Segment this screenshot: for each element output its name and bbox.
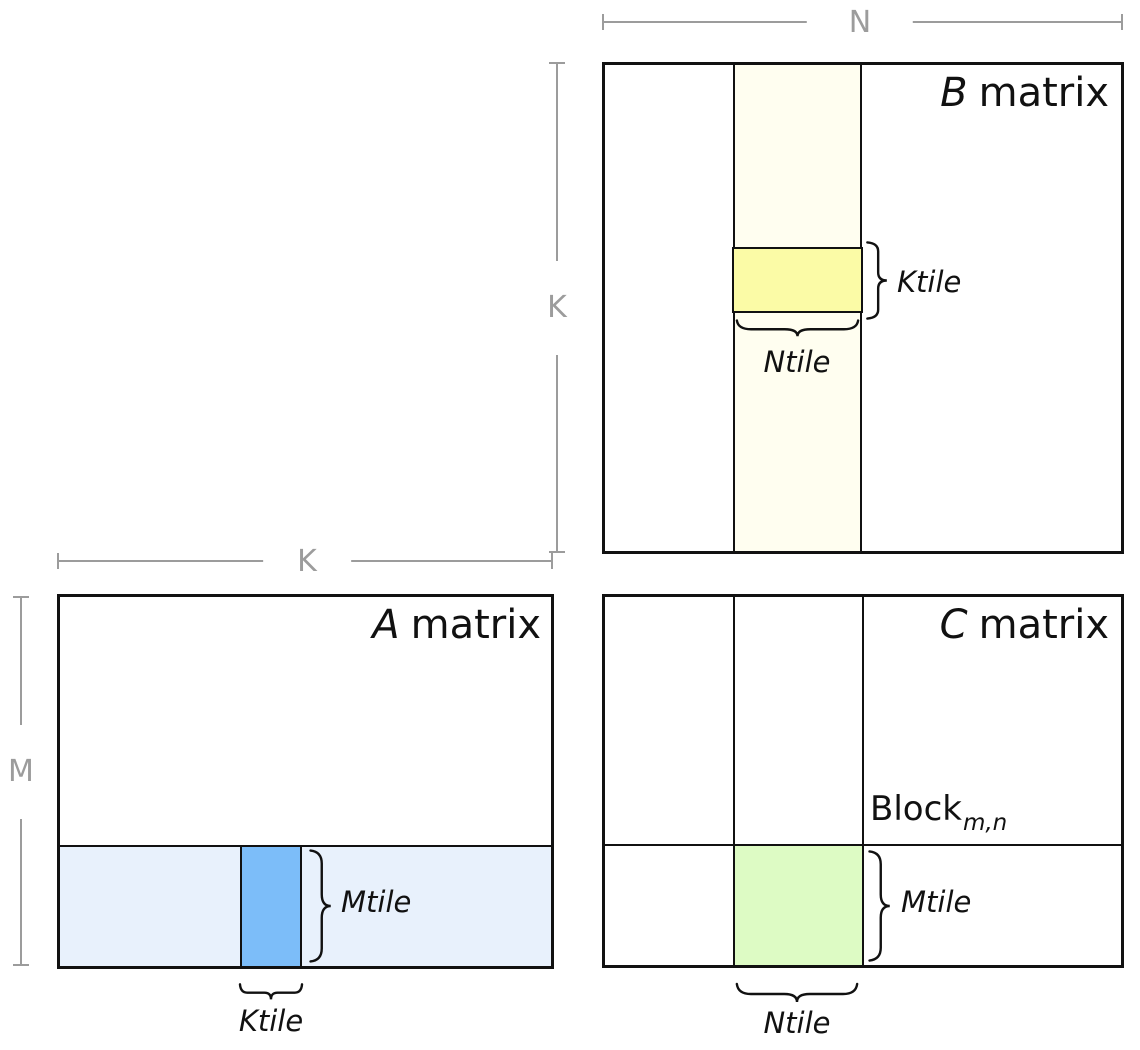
b-ntile-underbrace xyxy=(733,317,862,338)
c-matrix-word: matrix xyxy=(978,602,1109,648)
m-dim-tick-bottom xyxy=(13,964,29,966)
k-a-dim-tick-right xyxy=(551,553,553,569)
c-block-word: Block xyxy=(870,789,962,829)
a-matrix-word: matrix xyxy=(410,602,541,648)
a-mtile-ktile-block xyxy=(240,845,302,966)
c-column-divider-left xyxy=(733,597,735,965)
k-b-dim-tick-top xyxy=(549,62,565,64)
a-ktile-label: Ktile xyxy=(238,1004,304,1038)
k-a-dim-tick-left xyxy=(57,553,59,569)
c-mtile-label: Mtile xyxy=(901,885,972,919)
c-mtile-brace xyxy=(865,848,892,964)
a-row-strip xyxy=(60,845,551,966)
c-mtile-ntile-block xyxy=(733,844,864,965)
k-b-dim-tick-bottom xyxy=(549,551,565,553)
c-ntile-label: Ntile xyxy=(763,1006,831,1040)
c-block-subscript: m,n xyxy=(962,809,1008,836)
b-ktile-brace xyxy=(863,240,889,321)
b-ktile-ntile-block xyxy=(732,247,863,313)
a-matrix-letter: A xyxy=(372,602,400,648)
c-ntile-underbrace xyxy=(733,980,861,1004)
a-mtile-label: Mtile xyxy=(341,885,412,919)
b-matrix-word: matrix xyxy=(978,70,1109,116)
b-ktile-label: Ktile xyxy=(897,265,962,299)
b-matrix-letter: B xyxy=(940,70,968,116)
m-dim-tick-top xyxy=(13,596,29,598)
n-dimension-label: N xyxy=(806,8,914,38)
c-block-label: Blockm,n xyxy=(870,789,1008,836)
a-ktile-underbrace xyxy=(238,981,304,1001)
m-dimension-label: M xyxy=(1,725,41,819)
n-dim-tick-left xyxy=(602,14,604,30)
c-matrix-letter: C xyxy=(939,602,968,648)
b-ntile-label: Ntile xyxy=(763,345,831,379)
n-dim-tick-right xyxy=(1121,14,1123,30)
k-dimension-label-b: K xyxy=(540,261,574,355)
c-column-divider-right xyxy=(862,597,864,965)
a-mtile-brace xyxy=(306,847,333,965)
k-dimension-label-a: K xyxy=(263,547,351,577)
